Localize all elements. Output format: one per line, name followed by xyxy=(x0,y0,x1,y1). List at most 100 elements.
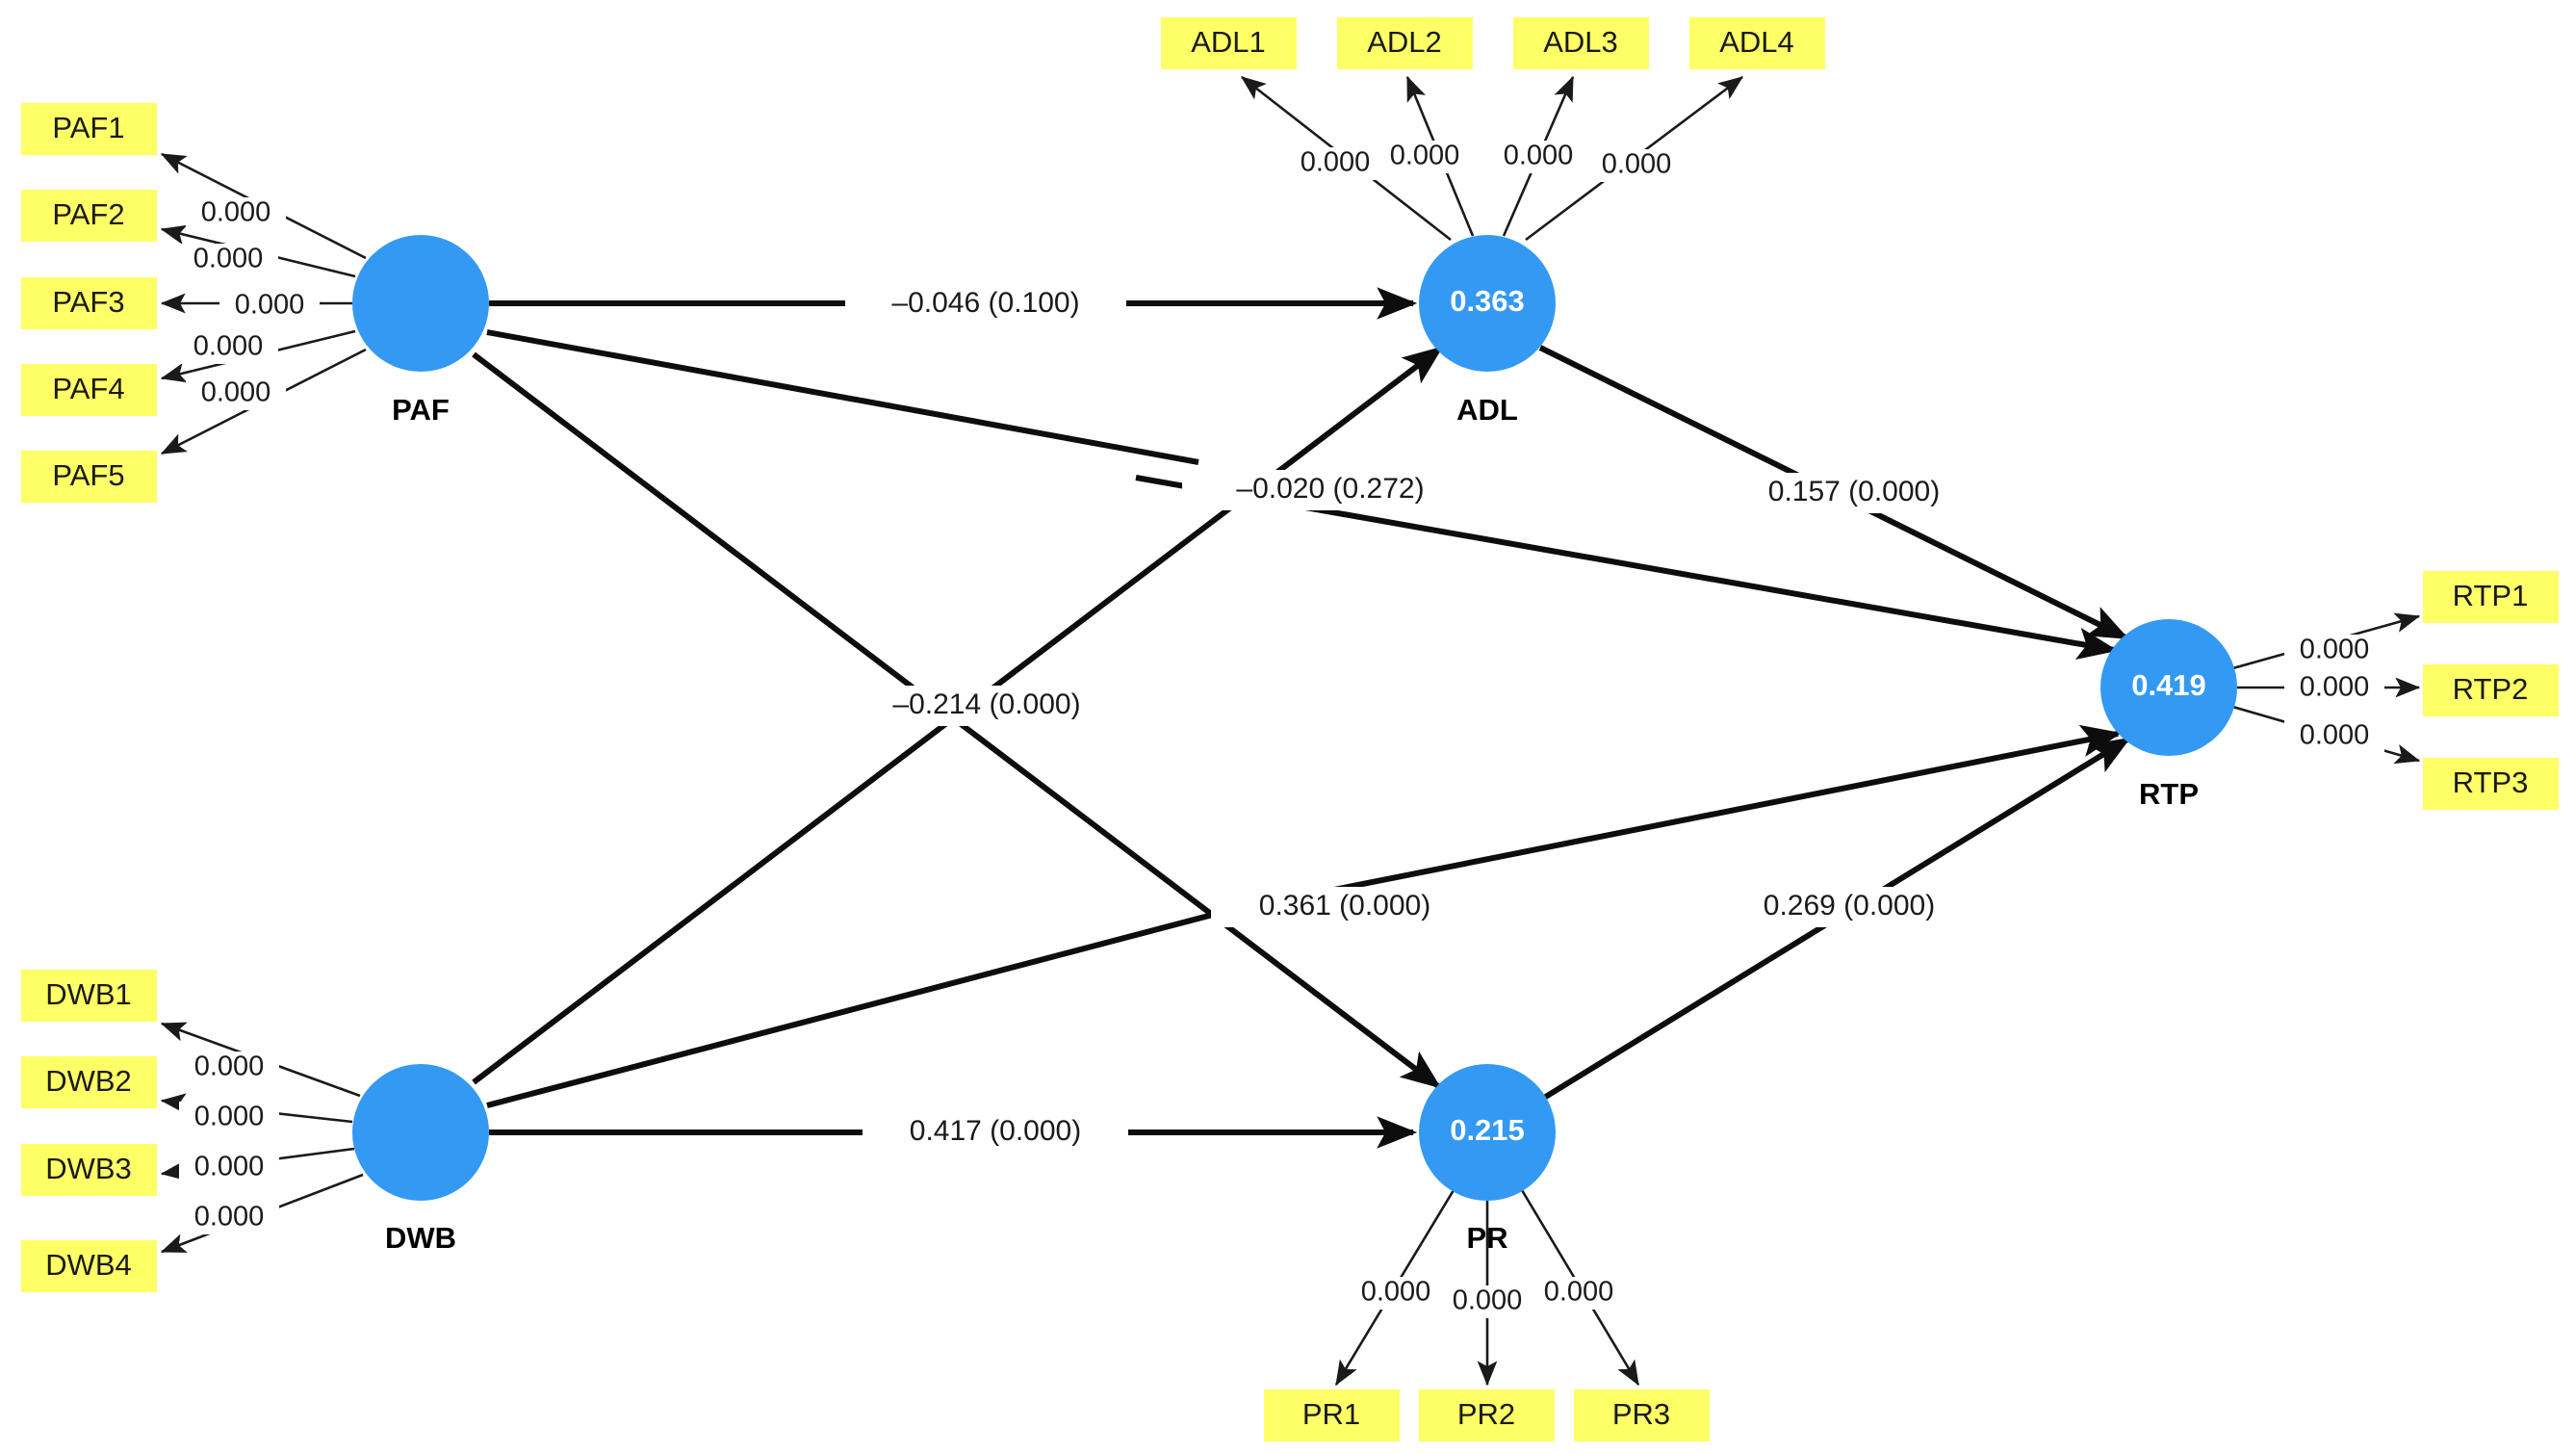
indicator-group-dwb: DWB1 DWB2 DWB3 DWB4 xyxy=(21,970,157,1292)
construct-r2-adl: 0.363 xyxy=(1450,284,1525,318)
path-label-bg-dwb-pr xyxy=(863,1112,1128,1153)
indicator-group-pr: PR1 PR2 PR3 xyxy=(1264,1389,1710,1441)
path-paf-adl: –0.046 (0.100) xyxy=(489,285,1418,324)
loading-label-paf3: 0.000 xyxy=(235,290,305,321)
outer-edges-paf: 0.000 0.000 0.000 0.000 0.000 xyxy=(160,152,367,455)
indicator-label-dwb1: DWB1 xyxy=(45,977,132,1011)
indicator-label-rtp1: RTP1 xyxy=(2453,579,2529,612)
construct-circle-pr[interactable] xyxy=(1419,1064,1556,1201)
loading-bg-dwb4 xyxy=(179,1202,279,1234)
loading-label-pr1: 0.000 xyxy=(1361,1277,1431,1308)
path-label-bg-paf-pr xyxy=(837,686,1136,726)
path-paf-rtp: –0.020 (0.272) xyxy=(486,329,2119,660)
indicator-box-pr2[interactable] xyxy=(1419,1389,1555,1441)
indicator-box-adl3[interactable] xyxy=(1513,17,1649,69)
indicator-label-adl1: ADL1 xyxy=(1191,25,1266,59)
construct-label-rtp: RTP xyxy=(2139,777,2199,811)
indicator-box-paf4[interactable] xyxy=(21,364,157,416)
loading-label-paf4: 0.000 xyxy=(193,331,264,362)
loading-bg-dwb2 xyxy=(179,1102,279,1134)
loading-bg-rtp3 xyxy=(2284,720,2384,753)
loading-bg-paf2 xyxy=(178,244,278,276)
indicator-label-rtp2: RTP2 xyxy=(2453,672,2529,706)
outer-edges-rtp: 0.000 0.000 0.000 xyxy=(2228,612,2421,765)
loading-bg-pr1 xyxy=(1346,1277,1446,1310)
indicator-group-paf: PAF1 PAF2 PAF3 PAF4 PAF5 xyxy=(21,103,157,503)
construct-circle-adl[interactable] xyxy=(1419,235,1556,372)
path-label-bg-dwb-rtp xyxy=(1211,887,1479,927)
indicator-box-rtp3[interactable] xyxy=(2423,758,2559,810)
path-label-dwb-pr: 0.417 (0.000) xyxy=(910,1115,1081,1147)
path-label-dwb-rtp: 0.361 (0.000) xyxy=(1259,890,1430,922)
loading-label-dwb4: 0.000 xyxy=(194,1202,265,1233)
construct-dwb[interactable]: DWB xyxy=(352,1064,489,1255)
loading-label-rtp1: 0.000 xyxy=(2300,635,2370,665)
indicator-box-adl2[interactable] xyxy=(1337,17,1473,69)
indicator-group-rtp: RTP1 RTP2 RTP3 xyxy=(2423,571,2559,810)
loading-bg-paf3 xyxy=(219,290,320,323)
indicator-box-dwb3[interactable] xyxy=(21,1144,157,1196)
path-label-pr-rtp: 0.269 (0.000) xyxy=(1764,890,1935,922)
construct-circle-dwb[interactable] xyxy=(352,1064,489,1201)
loading-label-paf1: 0.000 xyxy=(201,197,271,228)
path-adl-rtp: 0.157 (0.000) xyxy=(1538,345,2129,640)
path-label-bg-pr-rtp xyxy=(1715,887,1983,927)
loading-bg-paf1 xyxy=(186,197,286,230)
construct-circle-paf[interactable] xyxy=(352,235,489,372)
indicator-label-paf4: PAF4 xyxy=(52,372,124,405)
indicator-box-dwb4[interactable] xyxy=(21,1240,157,1292)
path-label-bg-paf-adl xyxy=(845,285,1126,324)
loading-bg-adl2 xyxy=(1375,141,1475,173)
indicator-box-dwb1[interactable] xyxy=(21,970,157,1022)
loading-label-adl1: 0.000 xyxy=(1301,147,1371,178)
indicator-label-pr2: PR2 xyxy=(1457,1397,1515,1431)
construct-adl[interactable]: 0.363 ADL xyxy=(1419,235,1556,427)
indicator-label-pr3: PR3 xyxy=(1612,1397,1670,1431)
indicator-box-paf2[interactable] xyxy=(21,190,157,242)
indicator-box-rtp2[interactable] xyxy=(2423,664,2559,716)
construct-paf[interactable]: PAF xyxy=(352,235,489,427)
loading-bg-paf4 xyxy=(178,331,278,364)
indicator-box-pr3[interactable] xyxy=(1574,1389,1710,1441)
indicator-box-paf1[interactable] xyxy=(21,103,157,155)
loading-bg-rtp2 xyxy=(2284,672,2384,705)
indicator-box-pr1[interactable] xyxy=(1264,1389,1400,1441)
loading-bg-adl1 xyxy=(1285,147,1385,180)
indicator-label-paf1: PAF1 xyxy=(52,111,124,144)
construct-circle-rtp[interactable] xyxy=(2100,619,2237,756)
loading-label-adl4: 0.000 xyxy=(1602,149,1672,180)
path-label-group-paf-pr: –0.214 (0.000) xyxy=(837,686,1136,726)
loading-label-paf2: 0.000 xyxy=(193,244,264,274)
indicator-label-adl4: ADL4 xyxy=(1719,25,1794,59)
indicator-box-adl4[interactable] xyxy=(1689,17,1825,69)
indicator-box-rtp1[interactable] xyxy=(2423,571,2559,623)
construct-pr[interactable]: 0.215 PR xyxy=(1419,1064,1556,1255)
indicator-box-paf3[interactable] xyxy=(21,277,157,329)
construct-r2-pr: 0.215 xyxy=(1450,1113,1525,1147)
path-dwb-pr: 0.417 (0.000) xyxy=(489,1112,1418,1153)
indicator-label-adl3: ADL3 xyxy=(1543,25,1618,59)
path-label-bg-adl-rtp xyxy=(1723,473,1985,513)
loading-label-adl3: 0.000 xyxy=(1504,141,1574,171)
indicator-label-paf3: PAF3 xyxy=(52,285,124,319)
indicator-group-adl: ADL1 ADL2 ADL3 ADL4 xyxy=(1161,17,1825,69)
outer-edges-pr: 0.000 0.000 0.000 xyxy=(1334,1189,1640,1387)
path-label-adl-rtp: 0.157 (0.000) xyxy=(1768,476,1940,507)
loading-bg-dwb3 xyxy=(179,1152,279,1184)
outer-edges-adl: 0.000 0.000 0.000 0.000 xyxy=(1240,75,1744,242)
construct-rtp[interactable]: 0.419 RTP xyxy=(2100,619,2237,811)
indicator-box-paf5[interactable] xyxy=(21,451,157,503)
indicator-label-pr1: PR1 xyxy=(1302,1397,1360,1431)
construct-r2-rtp: 0.419 xyxy=(2131,668,2206,702)
indicator-box-dwb2[interactable] xyxy=(21,1056,157,1108)
indicator-box-adl1[interactable] xyxy=(1161,17,1297,69)
indicator-label-rtp3: RTP3 xyxy=(2453,766,2529,799)
construct-label-dwb: DWB xyxy=(385,1221,456,1255)
path-line-paf-rtp-a xyxy=(486,329,1199,465)
loading-bg-pr2 xyxy=(1437,1285,1537,1318)
loading-bg-adl3 xyxy=(1488,141,1588,173)
indicator-label-adl2: ADL2 xyxy=(1367,25,1442,59)
loading-label-dwb2: 0.000 xyxy=(194,1102,265,1132)
path-label-bg-paf-rtp xyxy=(1182,470,1479,510)
